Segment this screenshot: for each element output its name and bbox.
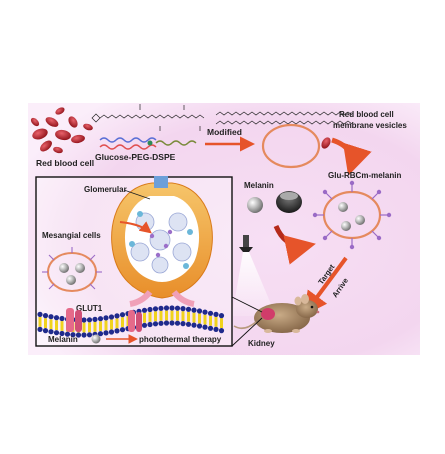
lipid-head-upper bbox=[180, 306, 186, 312]
lipid-head-upper bbox=[147, 306, 153, 313]
label-modified: Modified bbox=[207, 127, 242, 137]
lipid-head-upper bbox=[152, 306, 159, 312]
lipid-head-lower bbox=[59, 330, 65, 337]
lipid-head-lower bbox=[207, 325, 214, 331]
zoom-line-lower bbox=[231, 317, 263, 347]
lipid-head-upper bbox=[59, 315, 65, 322]
lipid-head-lower bbox=[114, 328, 120, 334]
melanin-legend-sphere bbox=[91, 334, 101, 344]
curved-arrow-to-vesicle bbox=[331, 137, 372, 176]
glomerulus-arrow bbox=[119, 221, 152, 234]
lipid-head-lower bbox=[213, 326, 219, 332]
lipid-head-upper bbox=[218, 313, 225, 319]
label-melanin-legend: Melanin bbox=[48, 335, 78, 344]
lipid-head-lower bbox=[152, 321, 159, 327]
lipid-head-lower bbox=[70, 332, 76, 338]
label-kidney: Kidney bbox=[248, 339, 275, 348]
lipid-head-upper bbox=[97, 316, 104, 322]
chemical-structure-glucose-peg-dspe bbox=[91, 104, 353, 131]
lipid-head-upper bbox=[37, 311, 43, 317]
lipid-head-upper bbox=[86, 317, 93, 323]
lipid-head-lower bbox=[37, 326, 43, 332]
lipid-head-lower bbox=[42, 328, 49, 334]
lipid-head-lower bbox=[64, 331, 71, 337]
melanin-bowl-rim bbox=[280, 192, 298, 200]
lipid-head-upper bbox=[163, 305, 170, 311]
lipid-head-upper bbox=[196, 308, 203, 314]
peg-chain-icon bbox=[99, 137, 197, 150]
label-red-blood-cell: Red blood cell bbox=[36, 158, 94, 168]
lipid-head-lower bbox=[53, 330, 60, 336]
laser-lamp-icon bbox=[239, 235, 253, 252]
lipid-head-upper bbox=[81, 317, 87, 323]
label-melanin-top: Melanin bbox=[244, 181, 274, 190]
lipid-head-lower bbox=[48, 329, 54, 335]
lipid-head-upper bbox=[202, 309, 208, 315]
lipid-head-upper bbox=[119, 312, 126, 318]
glut1-transporter-icon-2 bbox=[128, 310, 142, 332]
light-beam bbox=[232, 252, 276, 316]
curved-arrow-to-mouse bbox=[273, 224, 316, 265]
mesangial-cell bbox=[42, 247, 102, 292]
lipid-head-lower bbox=[180, 321, 186, 327]
label-mesangial-cells: Mesangial cells bbox=[42, 231, 101, 240]
lipid-head-upper bbox=[92, 316, 98, 322]
lipid-head-upper bbox=[207, 310, 214, 316]
membrane-vesicle bbox=[261, 123, 321, 169]
lipid-head-upper bbox=[42, 313, 49, 319]
lipid-head-upper bbox=[48, 314, 54, 320]
lipid-head-lower bbox=[75, 332, 82, 338]
lipid-head-upper bbox=[108, 314, 115, 320]
lipid-head-upper bbox=[174, 305, 181, 311]
lipid-head-lower bbox=[147, 321, 153, 328]
label-glucose-peg-dspe: Glucose-PEG-DSPE bbox=[95, 152, 176, 162]
lipid-head-lower bbox=[218, 328, 225, 334]
lipid-head-lower bbox=[141, 322, 148, 328]
zoom-line-upper bbox=[231, 296, 263, 313]
lipid-head-lower bbox=[81, 332, 87, 338]
lipid-head-upper bbox=[185, 306, 192, 312]
lipid-head-lower bbox=[169, 320, 175, 326]
glomerulus-illustration bbox=[111, 176, 213, 307]
lipid-head-upper bbox=[213, 311, 219, 317]
lipid-head-lower bbox=[174, 320, 181, 326]
lipid-head-upper bbox=[114, 313, 120, 319]
lipid-head-upper bbox=[103, 315, 109, 321]
red-blood-cells-cluster bbox=[30, 107, 93, 154]
glomerular-pointer bbox=[123, 189, 151, 200]
label-photothermal-therapy: photothermal therapy bbox=[139, 335, 222, 344]
label-glu-rbcm-melanin: Glu-RBCm-melanin bbox=[328, 171, 401, 180]
label-rbc-membrane-line1: Red blood cell bbox=[339, 110, 394, 119]
lipid-head-lower bbox=[103, 330, 109, 336]
label-rbc-membrane-line2: membrane vesicles bbox=[333, 121, 407, 130]
lipid-head-lower bbox=[202, 324, 208, 330]
lipid-head-lower bbox=[191, 322, 197, 328]
lipid-head-upper bbox=[169, 305, 175, 311]
glut1-transporter-icon bbox=[66, 308, 82, 332]
lipid-head-lower bbox=[86, 332, 93, 338]
lipid-head-lower bbox=[185, 321, 192, 327]
label-glomerular: Glomerular bbox=[84, 185, 127, 194]
lipid-head-upper bbox=[53, 315, 60, 321]
lipid-head-upper bbox=[191, 307, 197, 313]
rbc-small-icon bbox=[321, 137, 331, 149]
lipid-head-lower bbox=[196, 323, 203, 329]
label-glut1: GLUT1 bbox=[76, 304, 103, 313]
lipid-head-lower bbox=[158, 320, 164, 326]
lipid-head-lower bbox=[97, 331, 104, 337]
lipid-head-upper bbox=[158, 305, 164, 311]
lipid-head-lower bbox=[119, 327, 126, 333]
glu-rbcm-melanin-vesicle bbox=[312, 180, 392, 250]
lipid-head-lower bbox=[163, 320, 170, 326]
lipid-head-upper bbox=[141, 307, 148, 313]
melanin-sphere-icon bbox=[247, 197, 263, 213]
lipid-head-lower bbox=[108, 329, 115, 335]
mouse-kidney-highlight bbox=[261, 308, 275, 320]
